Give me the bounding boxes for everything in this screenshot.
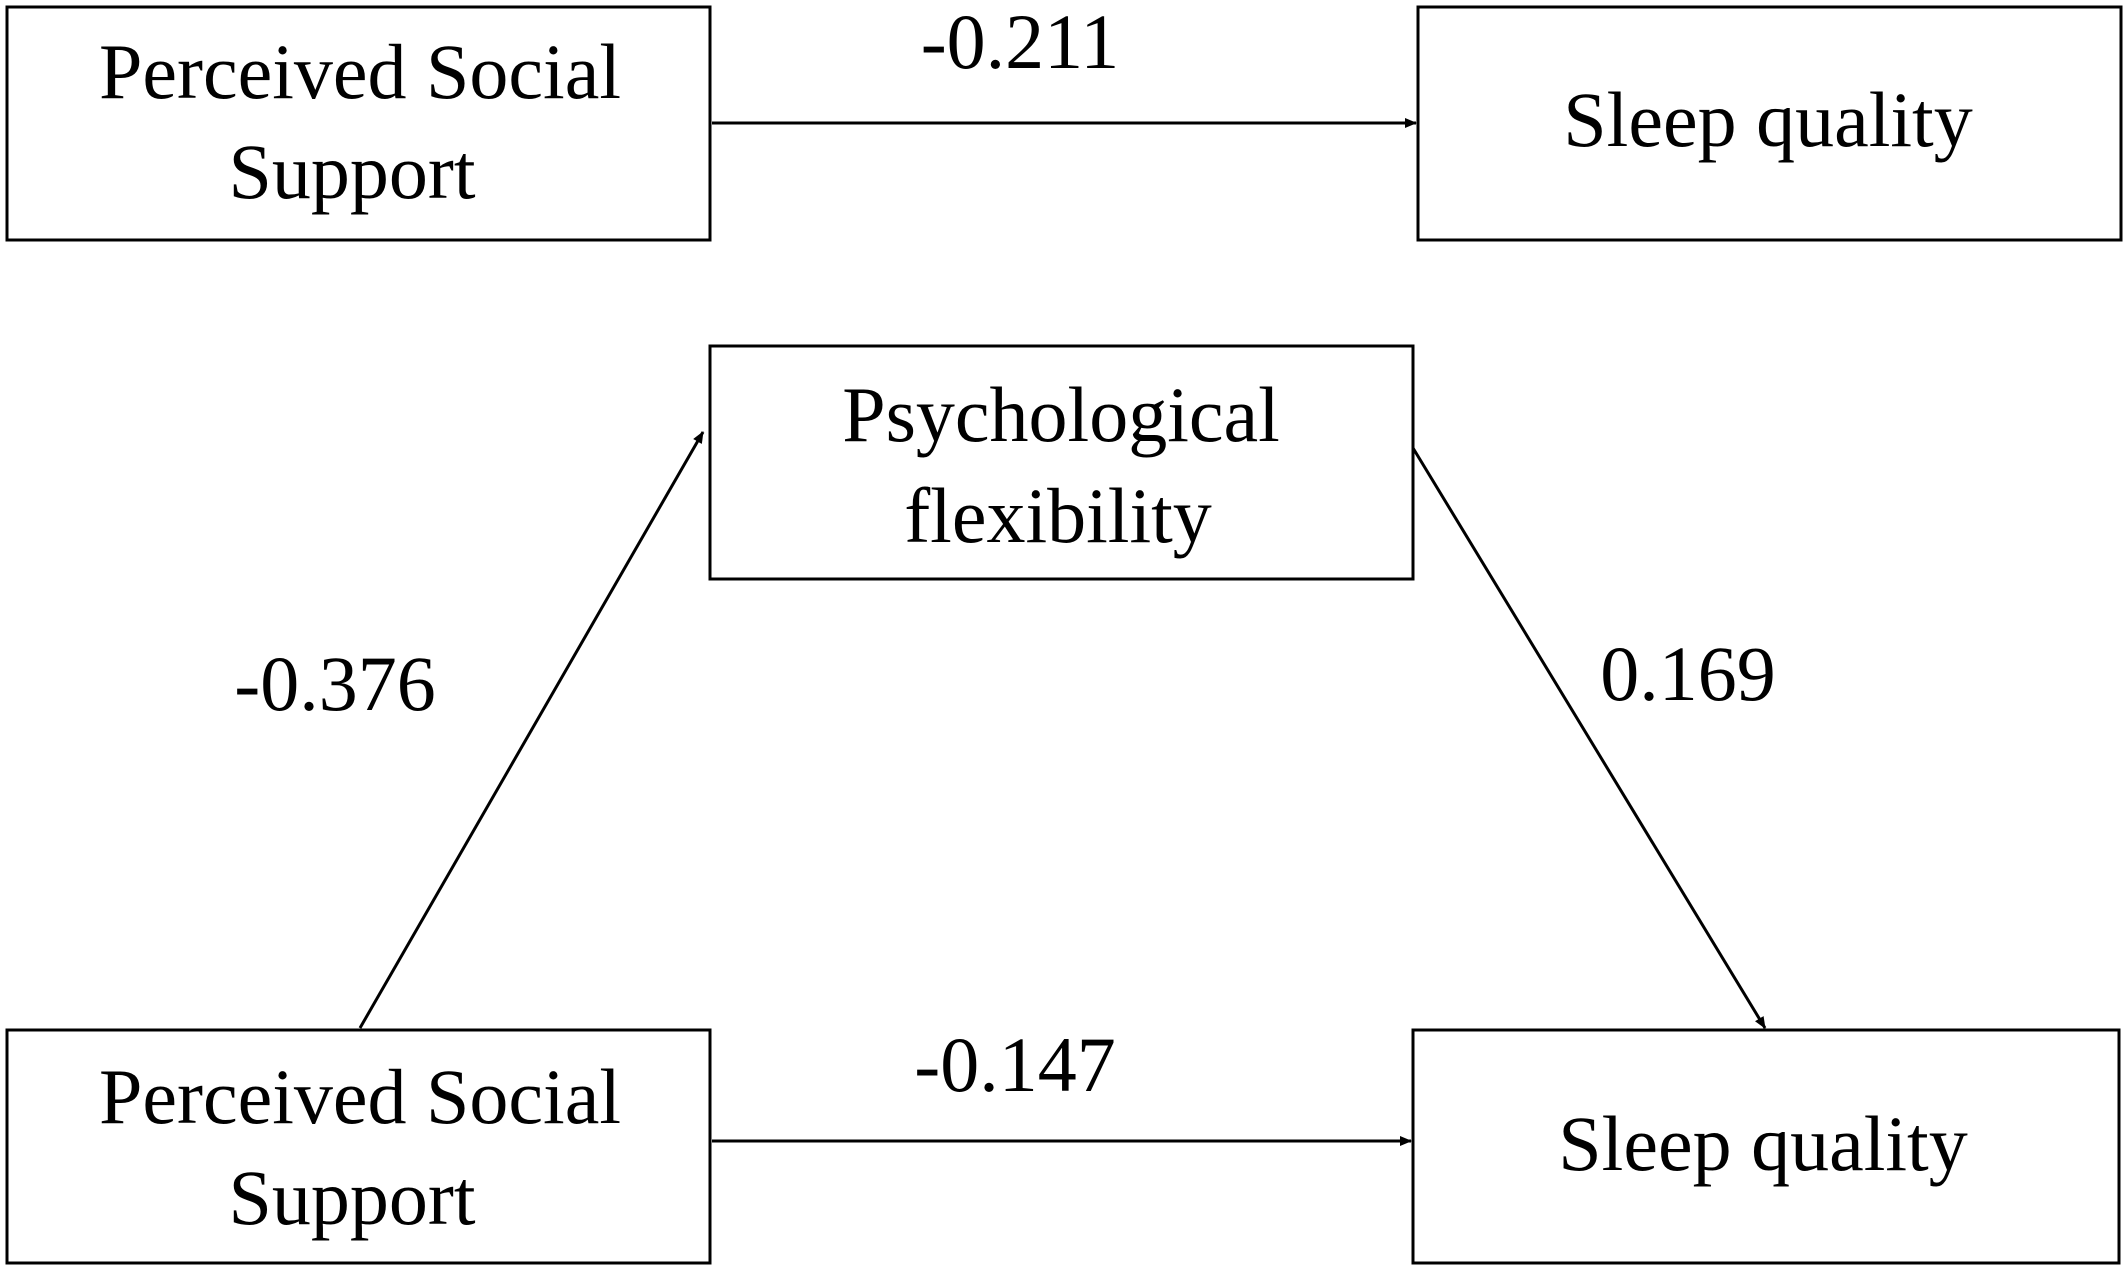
bottom-target-box: Sleep quality [1411,1028,2121,1265]
top-source-label-line1: Perceived Social [99,28,621,115]
path-b-coefficient: 0.169 [1600,630,1776,717]
path-a-coefficient: -0.376 [234,640,435,727]
top-total-effect-coefficient: -0.211 [921,0,1120,85]
mediator-label-line1: Psychological [842,371,1280,458]
mediator-label-line2: flexibility [904,472,1212,559]
top-target-box: Sleep quality [1416,5,2123,242]
bottom-source-label-line2: Support [228,1154,475,1241]
top-source-label-line2: Support [228,128,475,215]
mediator-box: Psychological flexibility [708,344,1415,581]
top-target-label: Sleep quality [1563,76,1972,163]
bottom-source-box: Perceived Social Support [5,1028,712,1265]
path-c-prime-coefficient: -0.147 [914,1021,1115,1108]
bottom-source-label-line1: Perceived Social [99,1053,621,1140]
path-a-arrow [358,431,705,1029]
path-b-arrow [1411,447,1767,1029]
bottom-target-label: Sleep quality [1558,1100,1967,1187]
top-source-box: Perceived Social Support [5,5,712,242]
